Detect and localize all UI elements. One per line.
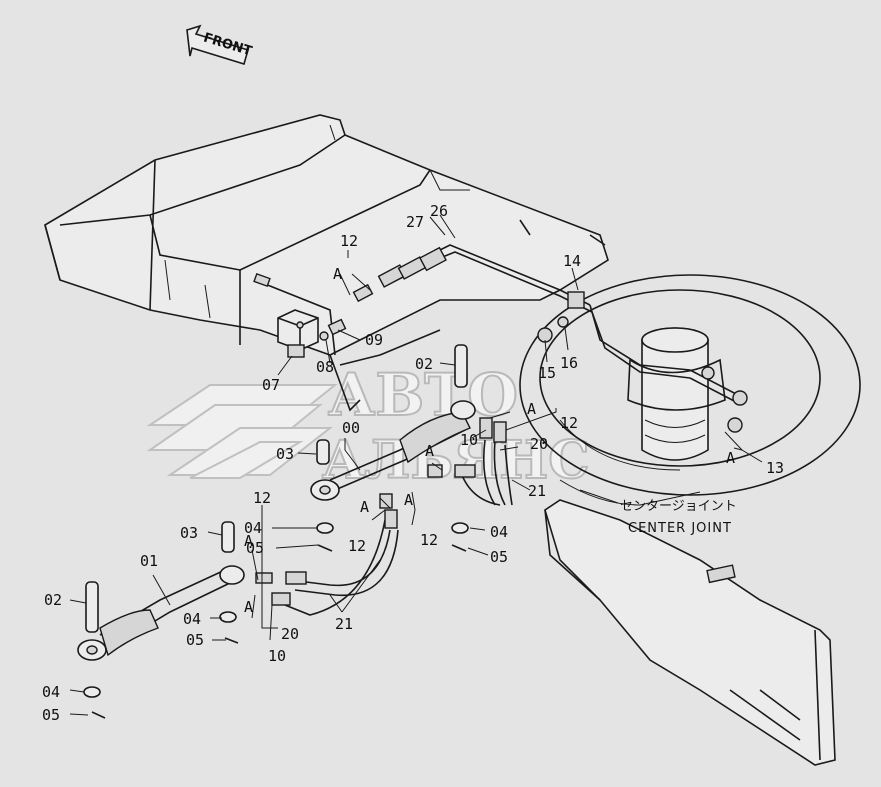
- reference-letters: A A A A A A A A: [244, 265, 735, 616]
- track-frame: [44, 114, 609, 412]
- label-part-04: 04: [490, 523, 508, 541]
- valve-block: [277, 309, 347, 358]
- ref-letter-a: A: [726, 449, 735, 467]
- label-part-12: 12: [340, 232, 358, 250]
- label-part-00: 00: [342, 419, 360, 437]
- label-part-05: 05: [246, 539, 264, 557]
- label-part-13: 13: [766, 459, 784, 477]
- ref-letter-a: A: [244, 532, 253, 550]
- label-part-10: 10: [268, 647, 286, 665]
- ref-letter-a: A: [244, 598, 253, 616]
- ref-letter-a: A: [333, 265, 342, 283]
- label-part-12: 12: [420, 531, 438, 549]
- label-part-20: 20: [281, 625, 299, 643]
- hose-fittings-upper: [352, 246, 585, 343]
- swing-circle: [519, 274, 861, 496]
- label-part-01: 01: [140, 552, 158, 570]
- label-part-04: 04: [42, 683, 60, 701]
- cylinder-left: [77, 521, 273, 661]
- hose-cluster-right: [427, 417, 513, 506]
- label-part-26: 26: [430, 202, 448, 220]
- front-arrow: FRONT: [186, 24, 254, 66]
- label-part-02: 02: [44, 591, 62, 609]
- label-part-12: 12: [560, 414, 578, 432]
- label-part-02: 02: [415, 355, 433, 373]
- label-part-15: 15: [538, 364, 556, 382]
- label-part-09: 09: [365, 331, 383, 349]
- watermark-line-2: АЛЬЯНС: [322, 430, 590, 491]
- label-part-21: 21: [335, 615, 353, 633]
- label-part-05: 05: [490, 548, 508, 566]
- label-part-07: 07: [262, 376, 280, 394]
- label-part-27: 27: [406, 213, 424, 231]
- lower-frame: [544, 499, 836, 766]
- ref-letter-a: A: [404, 491, 413, 509]
- center-joint-caption: センタージョイント CENTER JOINT: [620, 499, 737, 536]
- center-joint: [627, 327, 748, 461]
- label-part-04: 04: [183, 610, 201, 628]
- cylinder-center: [310, 344, 476, 501]
- label-part-20: 20: [530, 435, 548, 453]
- label-part-03: 03: [180, 524, 198, 542]
- label-part-04: 04: [244, 519, 262, 537]
- label-part-16: 16: [560, 354, 578, 372]
- leader-lines: [69, 214, 763, 716]
- label-part-03: 03: [276, 445, 294, 463]
- part-number-labels: 26 27 12 14 16 15 09 08 07 02 00 03 12 1…: [42, 202, 784, 724]
- label-part-05: 05: [186, 631, 204, 649]
- ref-letter-a: A: [425, 442, 434, 460]
- label-part-08: 08: [316, 358, 334, 376]
- watermark-line-1: АВТО: [328, 361, 518, 429]
- hose-cluster-center: [271, 493, 399, 616]
- label-part-12: 12: [348, 537, 366, 555]
- label-part-10: 10: [460, 431, 478, 449]
- label-part-05: 05: [42, 706, 60, 724]
- ref-letter-a: A: [527, 400, 536, 418]
- ref-letter-a: A: [360, 498, 369, 516]
- center-joint-label-jp: センタージョイント: [620, 499, 737, 514]
- center-joint-label-en: CENTER JOINT: [628, 521, 732, 536]
- label-part-14: 14: [563, 252, 581, 270]
- watermark-logo: АВТО АЛЬЯНС: [146, 360, 591, 492]
- label-part-12: 12: [253, 489, 271, 507]
- label-part-21: 21: [528, 482, 546, 500]
